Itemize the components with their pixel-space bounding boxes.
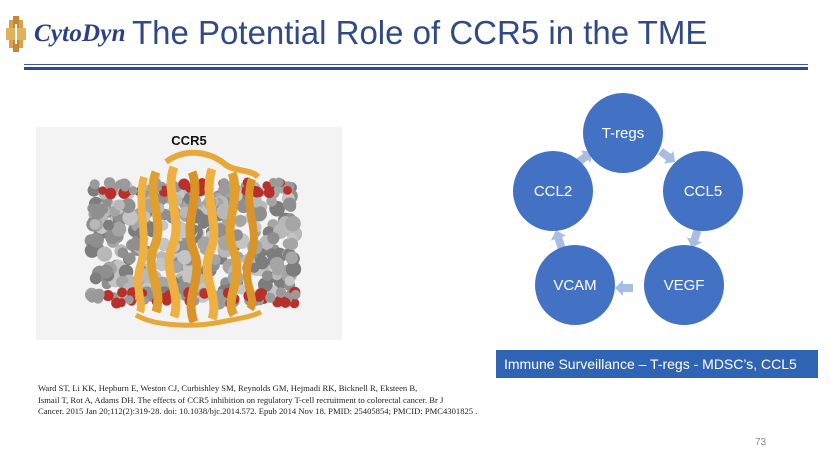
lipid-atom: [266, 195, 277, 207]
cycle-node-vegf: VEGF: [644, 245, 724, 325]
lipid-atom: [177, 250, 192, 265]
lipid-atom: [96, 246, 113, 262]
lipid-atom: [285, 261, 302, 277]
lipid-atom: [265, 292, 276, 303]
membrane-protein-illustration: [84, 149, 303, 328]
lipid-atom: [285, 215, 301, 232]
lipid-atom: [117, 298, 126, 308]
lipid-atom: [282, 197, 297, 211]
cycle-node-vcam: VCAM: [535, 245, 615, 325]
lipid-atom: [266, 248, 278, 260]
lipid-atom: [284, 276, 295, 287]
lipid-atom: [120, 182, 130, 192]
logo-emblem-icon: [6, 16, 26, 52]
slide-title: The Potential Role of CCR5 in the TME: [132, 14, 708, 51]
logo-text: CytoDyn: [34, 20, 126, 47]
arrow-icon: [658, 148, 676, 164]
lipid-atom: [104, 187, 117, 200]
ccr5-structure-image: CCR5: [36, 127, 342, 340]
protein-helices: [134, 149, 263, 328]
lipid-atom: [102, 289, 114, 302]
lipid-atom: [269, 256, 285, 272]
lipid-atom: [120, 198, 136, 214]
lipid-atom: [124, 252, 136, 265]
lipid-atom: [283, 186, 292, 195]
arrow-icon: [686, 229, 702, 248]
arrow-icon: [550, 230, 566, 249]
arrow-icon: [615, 280, 633, 296]
lipid-atom: [255, 255, 269, 270]
lipid-atom: [267, 232, 280, 245]
lipid-atom: [89, 179, 100, 190]
page-number: 73: [755, 437, 767, 448]
cytodyn-logo: CytoDyn: [6, 14, 130, 58]
cycle-node-ccl2: CCL2: [513, 151, 593, 231]
lipid-atom: [124, 295, 134, 305]
lipid-atom: [89, 218, 101, 230]
lipid-atom: [99, 264, 114, 279]
cycle-node-ccl5: CCL5: [663, 151, 743, 231]
ccr5-cycle-diagram: T-regs CCL5 VEGF VCAM CCL2: [500, 90, 743, 330]
lipid-atom: [122, 209, 138, 226]
lipid-atom: [236, 284, 247, 295]
title-divider: [24, 67, 808, 70]
lipid-atom: [89, 232, 104, 248]
citation-line: Ismail T, Rot A, Adams DH. The effects o…: [38, 394, 444, 405]
lipid-atom: [114, 199, 125, 211]
lipid-atom: [117, 287, 128, 298]
lipid-atom: [128, 186, 138, 195]
cycle-node-t-regs: T-regs: [583, 93, 663, 173]
lipid-atom: [261, 270, 273, 282]
lipid-atom: [263, 187, 275, 199]
lipid-atom: [275, 287, 287, 298]
lipid-atom: [262, 181, 271, 190]
lipid-atom: [87, 293, 97, 303]
lipid-atom: [285, 251, 299, 265]
citation-line: Ward ST, Li KK, Hepburn E, Weston CJ, Cu…: [38, 383, 418, 393]
lipid-atom: [234, 214, 247, 227]
immune-surveillance-banner: Immune Surveillance – T-regs - MDSC’s, C…: [496, 350, 818, 378]
lipid-atom: [219, 178, 229, 188]
lipid-atom: [98, 186, 107, 195]
lipid-atom: [290, 289, 301, 300]
lipid-atom: [103, 219, 115, 231]
figure-title: CCR5: [171, 133, 207, 148]
lipid-atom: [89, 203, 106, 220]
lipid-atom: [280, 297, 291, 308]
lipid-atom: [285, 237, 299, 251]
lipid-atom: [89, 272, 102, 285]
citation-line: Cancer. 2015 Jan 20;112(2):319-28. doi: …: [38, 406, 478, 416]
reference-citation: Ward ST, Li KK, Hepburn E, Weston CJ, Cu…: [38, 383, 478, 418]
lipid-atom: [268, 177, 278, 187]
lipid-atom: [253, 291, 265, 302]
lipid-atom: [111, 221, 127, 237]
title-divider-thin: [24, 64, 808, 65]
